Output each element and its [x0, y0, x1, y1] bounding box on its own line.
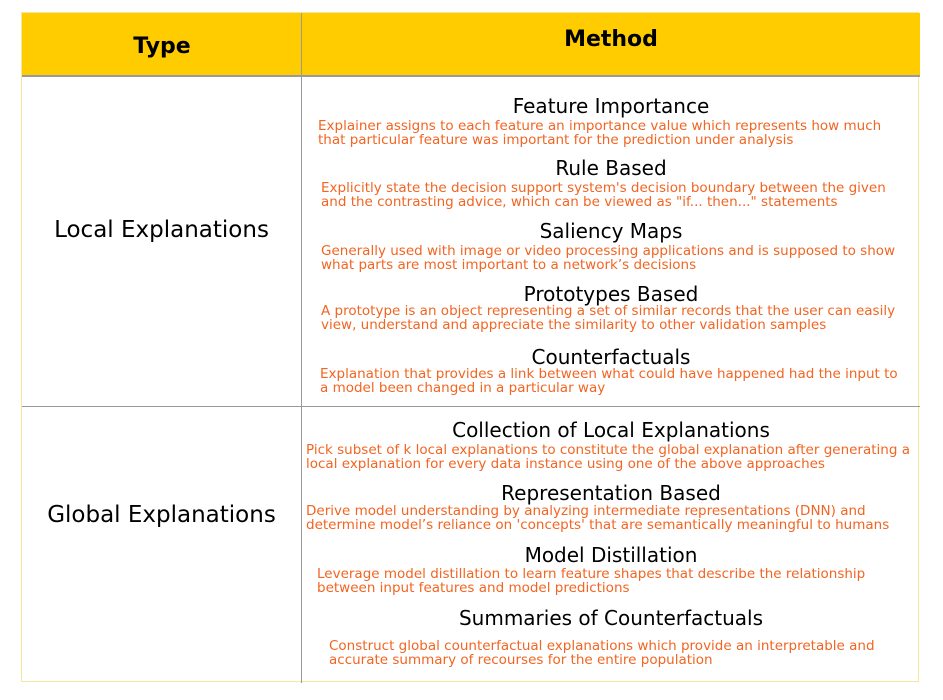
method-desc-prototypes-based: A prototype is an object representing a … — [321, 303, 896, 333]
method-title-prototypes-based: Prototypes Based — [523, 282, 699, 306]
method-desc-representation-based: Derive model understanding by analyzing … — [306, 503, 890, 533]
column-divider — [301, 13, 302, 683]
type-local-explanations: Local Explanations — [54, 217, 269, 243]
method-title-feature-importance: Feature Importance — [512, 94, 710, 118]
method-title-model-distillation: Model Distillation — [524, 543, 698, 567]
method-desc-collection-local-explanations: Pick subset of k local explanations to c… — [306, 442, 910, 472]
method-title-representation-based: Representation Based — [501, 481, 721, 505]
table-header: Type Method — [22, 13, 920, 77]
method-title-summaries-counterfactuals: Summaries of Counterfactuals — [458, 606, 764, 630]
header-method-label: Method — [564, 26, 658, 52]
method-title-rule-based: Rule Based — [555, 156, 667, 180]
type-global-explanations: Global Explanations — [47, 502, 276, 528]
explanation-types-table: Type Method Local Explanations Feature I… — [21, 12, 920, 683]
method-desc-saliency-maps: Generally used with image or video proce… — [321, 243, 896, 273]
method-title-counterfactuals: Counterfactuals — [531, 345, 691, 369]
method-desc-summaries-counterfactuals: Construct global counterfactual explanat… — [329, 638, 875, 668]
method-title-saliency-maps: Saliency Maps — [539, 219, 683, 243]
method-title-collection-local-explanations: Collection of Local Explanations — [452, 418, 770, 442]
method-desc-counterfactuals: Explanation that provides a link between… — [320, 366, 898, 396]
method-desc-feature-importance: Explainer assigns to each feature an imp… — [318, 118, 882, 148]
row-divider — [22, 406, 920, 407]
header-type-label: Type — [133, 33, 191, 59]
method-desc-rule-based: Explicitly state the decision support sy… — [321, 180, 886, 210]
method-desc-model-distillation: Leverage model distillation to learn fea… — [317, 566, 866, 596]
